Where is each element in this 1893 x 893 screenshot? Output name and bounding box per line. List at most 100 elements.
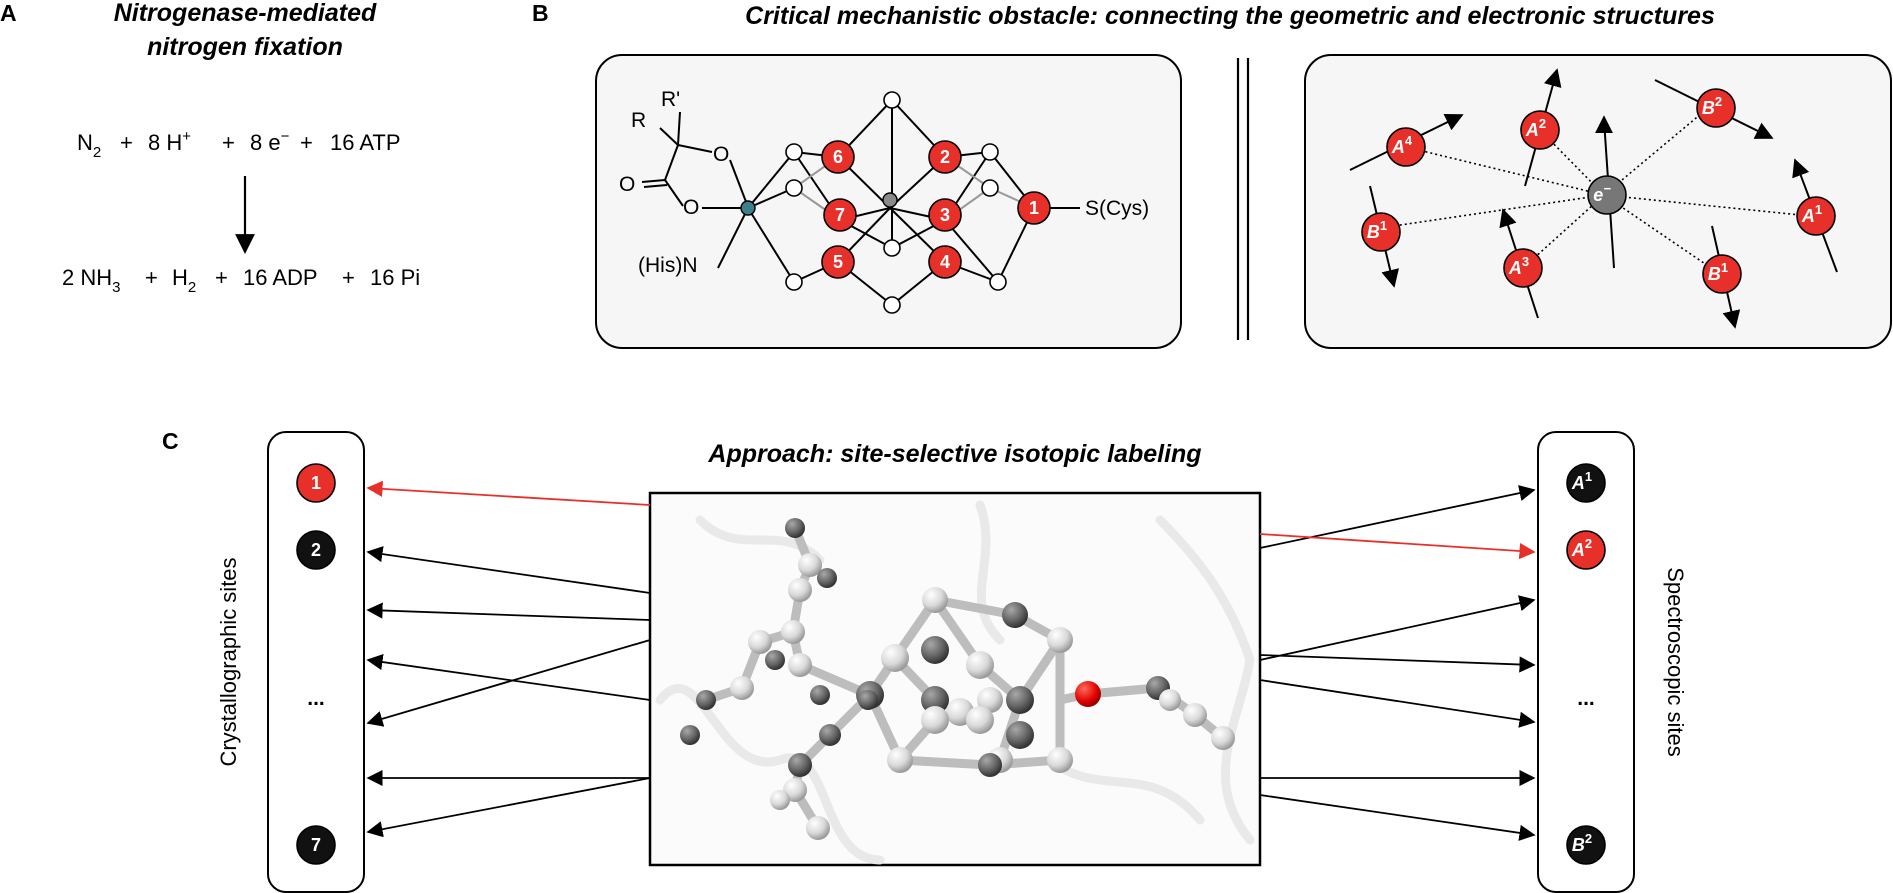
cysteine-label: S(Cys) <box>1085 197 1149 220</box>
crystallographic-axis-label: Crystallographic sites <box>216 557 241 766</box>
right-mapping-arrows <box>1259 485 1536 841</box>
products-equation: 2 NH3 + H2 + 16 ADP + 16 Pi <box>62 265 420 296</box>
panel-a-title-line2: nitrogen fixation <box>147 33 343 61</box>
electron-center: e− <box>1587 115 1627 269</box>
panel-c: C Approach: site-selective isotopic labe… <box>162 428 1688 893</box>
svg-text:7: 7 <box>311 835 321 855</box>
panel-a-title-line1: Nitrogenase-mediated <box>114 0 377 27</box>
fe-site-6: 6 <box>821 140 855 174</box>
svg-text:1: 1 <box>1029 198 1039 218</box>
crystallographic-box <box>267 431 365 893</box>
mapping-arrow <box>1259 654 1536 673</box>
iron-sites: 6 2 7 3 5 <box>821 140 1051 279</box>
electron-label: e− <box>1593 181 1611 205</box>
reactant-n2: N2 <box>77 130 101 161</box>
oxygen-label: O <box>619 173 635 196</box>
svg-text:B1: B1 <box>1367 218 1387 242</box>
panel-a-letter: A <box>0 0 17 26</box>
svg-text:3: 3 <box>940 205 950 225</box>
sulfur-atom <box>785 143 803 161</box>
svg-text:A1: A1 <box>1801 202 1822 226</box>
panel-c-letter: C <box>162 428 179 454</box>
carbide-atom <box>882 192 898 208</box>
highlighted-mapping-arrow <box>366 480 651 506</box>
sulfur-atoms <box>785 91 1007 314</box>
svg-text:A2: A2 <box>1571 536 1592 560</box>
oxygen-label: O <box>713 143 729 166</box>
fe-site-2: 2 <box>928 140 962 174</box>
spin-site-a2: A2 <box>1520 68 1562 187</box>
sulfur-atom <box>785 273 803 291</box>
svg-text:B1: B1 <box>1708 260 1728 284</box>
reactant-protons: 8 H+ <box>148 128 191 155</box>
spin-site-a3: A3 <box>1499 208 1543 319</box>
reactants-equation: N2 + 8 H+ + 8 e− + 16 ATP <box>77 128 401 161</box>
plus-sign: + <box>145 265 158 290</box>
panel-a: A Nitrogenase-mediated nitrogen fixation… <box>0 0 420 296</box>
spectroscopic-ellipsis: ... <box>1577 687 1595 710</box>
svg-text:B2: B2 <box>1702 94 1722 118</box>
protein-ribbons <box>655 500 1255 865</box>
molecule-atoms <box>680 518 1235 840</box>
svg-text:2: 2 <box>311 540 321 560</box>
reactant-electrons: 8 e− <box>250 128 290 155</box>
plus-sign: + <box>120 130 133 155</box>
product-adp: 16 ADP <box>243 265 318 290</box>
protein-structure-image <box>648 491 1262 867</box>
plus-sign: + <box>215 265 228 290</box>
crystallographic-ellipsis: ... <box>307 687 325 710</box>
crystallographic-site-2: 2 <box>296 530 336 570</box>
sulfur-atom <box>989 273 1007 291</box>
sulfur-atom <box>883 239 901 257</box>
panel-b: B Critical mechanistic obstacle: connect… <box>532 0 1892 349</box>
svg-text:4: 4 <box>940 252 950 272</box>
svg-text:A3: A3 <box>1508 254 1529 278</box>
reactant-atp: 16 ATP <box>330 130 401 155</box>
mapping-arrow <box>1259 485 1536 549</box>
spectroscopic-site-a2: A2 <box>1566 530 1606 570</box>
svg-text:5: 5 <box>833 252 843 272</box>
fe-site-5: 5 <box>821 245 855 279</box>
product-pi: 16 Pi <box>370 265 420 290</box>
panel-b-letter: B <box>532 0 549 26</box>
svg-text:2: 2 <box>940 147 950 167</box>
fe-site-7: 7 <box>823 198 857 232</box>
sulfur-atom <box>883 296 901 314</box>
plus-sign: + <box>300 130 313 155</box>
mapping-arrow <box>366 639 651 727</box>
mapping-arrow <box>1259 794 1536 841</box>
mapping-arrow <box>366 654 651 701</box>
spectroscopic-site-a1: A1 <box>1566 463 1606 503</box>
femoco-structure-box: R R' O O O (His)N S(Cys) <box>595 54 1182 349</box>
spin-site-b2: B2 <box>1654 79 1774 139</box>
r-prime-label: R' <box>661 88 680 111</box>
panel-b-title: Critical mechanistic obstacle: connectin… <box>745 2 1715 30</box>
panel-c-title: Approach: site-selective isotopic labeli… <box>707 440 1201 468</box>
svg-text:B2: B2 <box>1572 831 1592 855</box>
mapping-arrow <box>366 777 651 838</box>
mapping-arrow <box>1259 679 1536 728</box>
histidine-label: (His)N <box>638 254 697 277</box>
svg-text:A2: A2 <box>1525 116 1546 140</box>
product-ammonia: 2 NH3 <box>62 265 120 296</box>
molybdenum-atom <box>740 200 756 216</box>
equivalence-separator <box>1236 58 1250 340</box>
svg-text:A4: A4 <box>1391 133 1413 157</box>
spectroscopic-box <box>1537 431 1635 893</box>
plus-sign: + <box>222 130 235 155</box>
sulfur-atom <box>785 179 803 197</box>
spin-site-b1-left: B1 <box>1361 185 1401 288</box>
electronic-structure-box: e− A4 A2 B2 B1 <box>1304 54 1892 349</box>
sulfur-atom <box>981 143 999 161</box>
fe-site-4: 4 <box>928 245 962 279</box>
svg-text:7: 7 <box>835 205 845 225</box>
spectroscopic-site-b2: B2 <box>1566 825 1606 865</box>
fe-site-1: 1 <box>1017 191 1051 225</box>
crystallographic-site-7: 7 <box>296 825 336 865</box>
highlighted-mapping-arrow <box>1259 533 1536 560</box>
svg-text:1: 1 <box>311 473 321 493</box>
mapping-arrow <box>1259 595 1536 661</box>
spectroscopic-axis-label: Spectroscopic sites <box>1663 567 1688 757</box>
oxygen-label: O <box>683 196 699 219</box>
